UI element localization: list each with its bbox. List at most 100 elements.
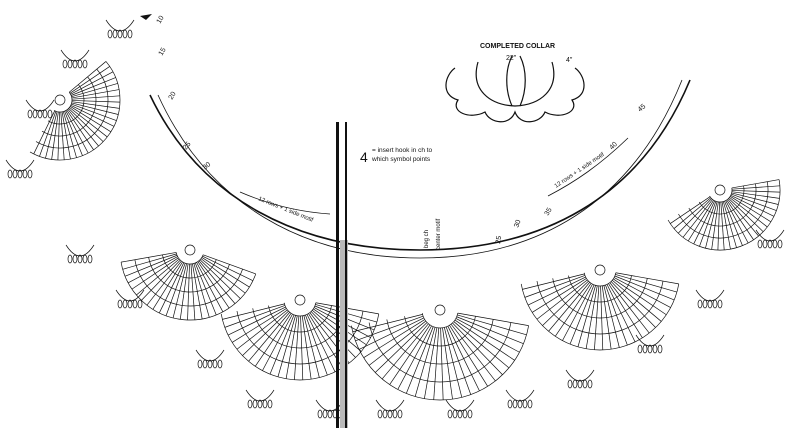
center-motif-label: center motif [436,218,442,250]
edging-scallops [5,19,785,419]
picot [37,109,43,119]
stitch-spoke [453,321,510,369]
fan-ring [29,61,121,161]
row-marker-left-2: 15 [158,47,168,57]
stitch-spoke [726,199,754,240]
row-marker-right-4: 40 [608,141,619,152]
neckline-curve [149,79,691,251]
stitch-spoke [248,312,290,362]
picot [87,254,93,264]
stitch-spoke [303,315,320,378]
picot [457,409,463,419]
rows-left-label: 12 rows + 1 side motif [257,196,314,224]
stitch-spoke [152,261,183,310]
picot [377,409,383,419]
row-marker-right-1: 25 [495,235,503,244]
stitch-spoke [613,278,667,316]
picot [47,109,53,119]
rows-left-bracket [239,191,331,215]
stitch-spoke [678,198,712,234]
stitch-spoke [455,318,520,353]
picot [82,254,88,264]
stitch-spoke [606,284,636,343]
stitch-spoke [397,325,432,390]
fan-ring [386,319,494,365]
stitch-spoke [236,309,288,350]
stitch-spoke [424,327,438,399]
picot [42,109,48,119]
fan-ring [568,275,632,303]
stitch-spoke [600,285,604,350]
stitch-spoke [605,284,628,346]
stitch-spoke [70,77,116,96]
picot [72,254,78,264]
stitch-spoke [682,199,713,238]
stitch-spoke [524,275,586,298]
stitch-spoke [554,283,592,337]
picot [392,409,398,419]
scallop-arc [25,99,55,112]
row-marker-left-1: 10 [156,15,166,25]
motif-center [184,244,196,256]
stitch-spoke [124,254,178,277]
stitch-spoke [449,325,488,387]
stitch-spoke [198,260,236,304]
stitch-spoke [613,277,671,308]
beg-ch-label: beg ch [424,230,430,248]
picot [27,169,33,179]
stitch-spoke [522,273,585,290]
scallop-arc [115,289,145,302]
picot [637,344,643,354]
picot [217,359,223,369]
stitch-spoke [62,111,77,158]
fan-ring [536,281,664,335]
picot [717,299,723,309]
fan-ring [421,313,459,329]
stitch-spoke [60,111,65,160]
picot [572,379,578,389]
motif-center [434,304,446,316]
stitch-spoke [585,285,598,349]
stitch-spoke [363,319,425,358]
scallop-arc [60,49,90,62]
stitch-spoke [722,201,737,248]
picot [322,409,328,419]
fan-ring [120,262,257,321]
stitch-spoke [33,110,56,155]
picot [267,399,273,409]
neckline-curve-inner [157,79,683,259]
picot [122,299,128,309]
picot [327,409,333,419]
picot [12,169,18,179]
picot [462,409,468,419]
fan-ring [583,272,617,287]
stitch-spoke [200,258,246,294]
scallop-arc [755,229,785,242]
scallop-arc [565,369,595,382]
picot [527,399,533,409]
stitch-spoke [569,284,595,345]
picot [77,254,83,264]
stitch-spoke [187,263,190,320]
stitch-spoke [71,83,118,98]
picot [32,109,38,119]
picot [127,299,133,309]
stitch-spoke [614,275,675,301]
page-gutter-shadow [340,240,348,428]
picot [127,29,133,39]
stitch-spoke [440,327,444,400]
picot [467,409,473,419]
stitch-spoke [300,315,304,380]
picot [197,359,203,369]
stitch-spoke [136,258,180,296]
stitch-spoke [731,190,780,193]
stitch-spoke [725,200,749,244]
stitch-spoke [612,280,662,322]
row-marker-right-2: 30 [513,219,522,229]
picot [452,409,458,419]
stitch-spoke [731,191,780,199]
fan-ring [220,313,380,381]
stitch-spoke [447,326,480,392]
stitch-spoke [727,198,759,237]
stitch-spoke [729,196,772,223]
